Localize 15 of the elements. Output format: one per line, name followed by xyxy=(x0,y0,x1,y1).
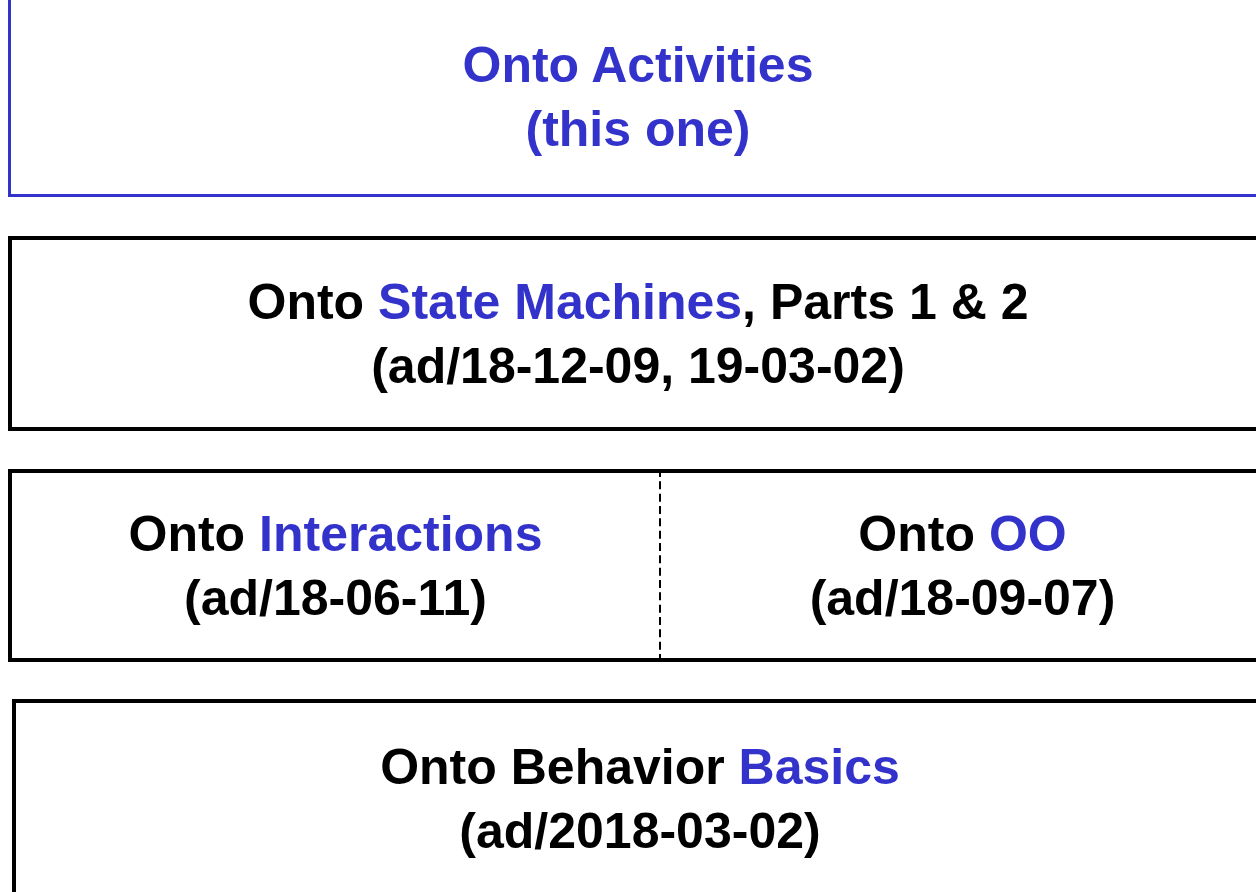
layer-subtitle: (ad/18-09-07) xyxy=(809,568,1116,628)
layer-box xyxy=(8,236,1256,431)
layer-subtitle: (ad/2018-03-02) xyxy=(459,802,821,861)
layer-subtitle: (ad/18-06-11) xyxy=(184,568,487,628)
layer-title: Onto Behavior Basics xyxy=(380,738,900,797)
layer-subtitle: (ad/18-12-09, 19-03-02) xyxy=(371,336,905,396)
layer-subtitle: (this one) xyxy=(525,99,751,159)
layer-box xyxy=(12,699,1256,892)
layer-title: Onto State Machines, Parts 1 & 2 xyxy=(247,272,1029,332)
layer-box xyxy=(8,0,1256,197)
layer-title: Onto Activities xyxy=(462,35,814,95)
layer-title: Onto Interactions xyxy=(128,504,543,564)
layer-box xyxy=(661,469,1256,662)
layer-box xyxy=(8,469,663,662)
layer-title: Onto OO xyxy=(858,504,1067,564)
